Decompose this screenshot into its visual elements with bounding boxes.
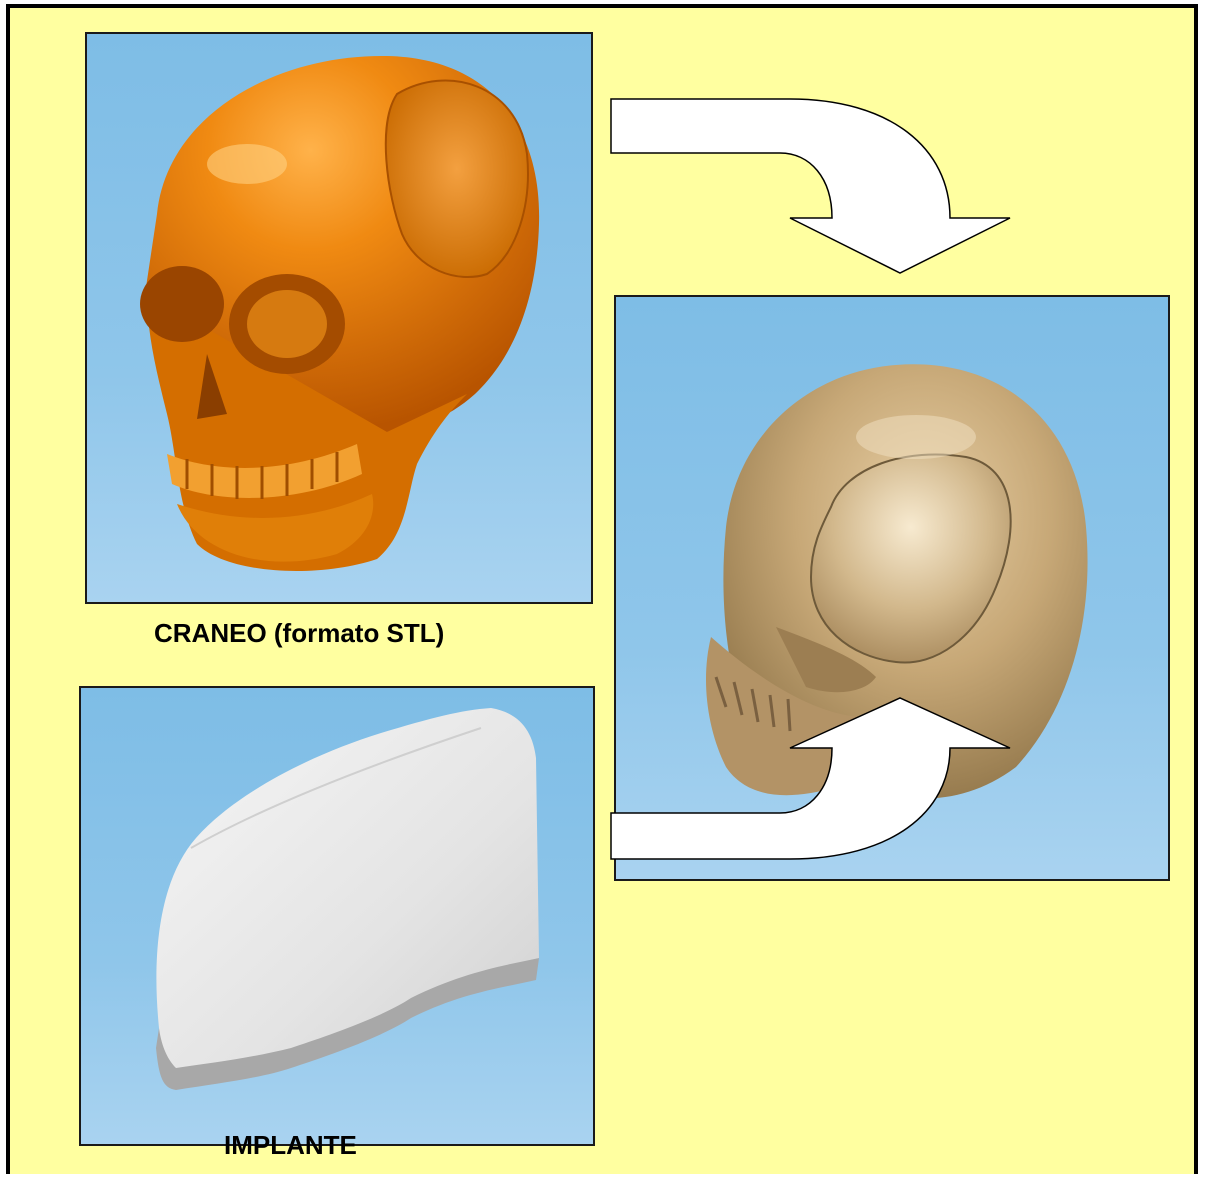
arrow-layer [10, 8, 1202, 1178]
arrow-down-icon [611, 99, 1010, 273]
diagram-frame: CRANEO (formato STL) IMPLANTE [6, 4, 1198, 1174]
arrow-up-icon [611, 698, 1010, 859]
